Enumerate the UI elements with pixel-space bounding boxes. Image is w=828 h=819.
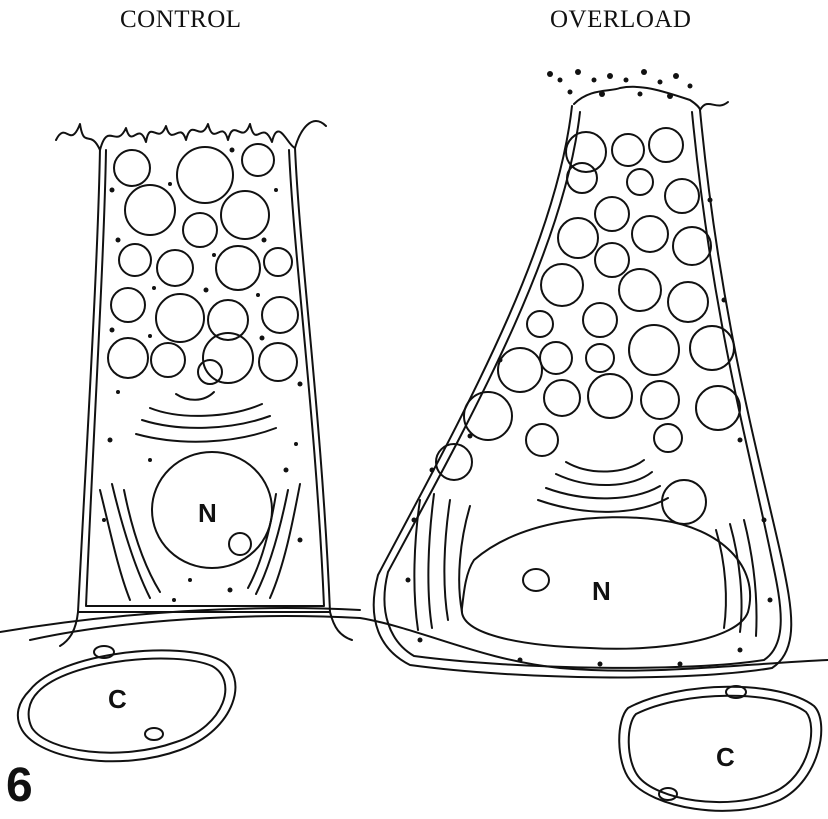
control-nucleus-label: N [198,498,217,528]
overload-nucleus-label: N [592,576,611,606]
control-granules [102,148,303,603]
control-cell-outline [78,148,330,612]
control-cell [56,121,352,646]
control-cell-base-left [60,612,78,646]
basement-membrane [30,616,828,671]
control-microvilli [56,121,326,150]
overload-microvilli-cap [574,87,700,110]
overload-er [414,494,756,636]
overload-golgi [538,460,668,512]
overload-cell [374,69,792,677]
control-capillary-inner [29,658,226,752]
overload-cell-outline [374,106,792,677]
control-golgi [136,392,276,442]
overload-capillary-label: C [716,742,735,772]
control-vesicles [108,144,298,384]
overload-microvilli-right [700,102,728,110]
control-capillary-label: C [108,684,127,714]
control-nucleolus [229,533,251,555]
overload-nucleolus [523,569,549,591]
figure-number: 6 [6,758,33,813]
overload-vesicles [436,128,740,524]
